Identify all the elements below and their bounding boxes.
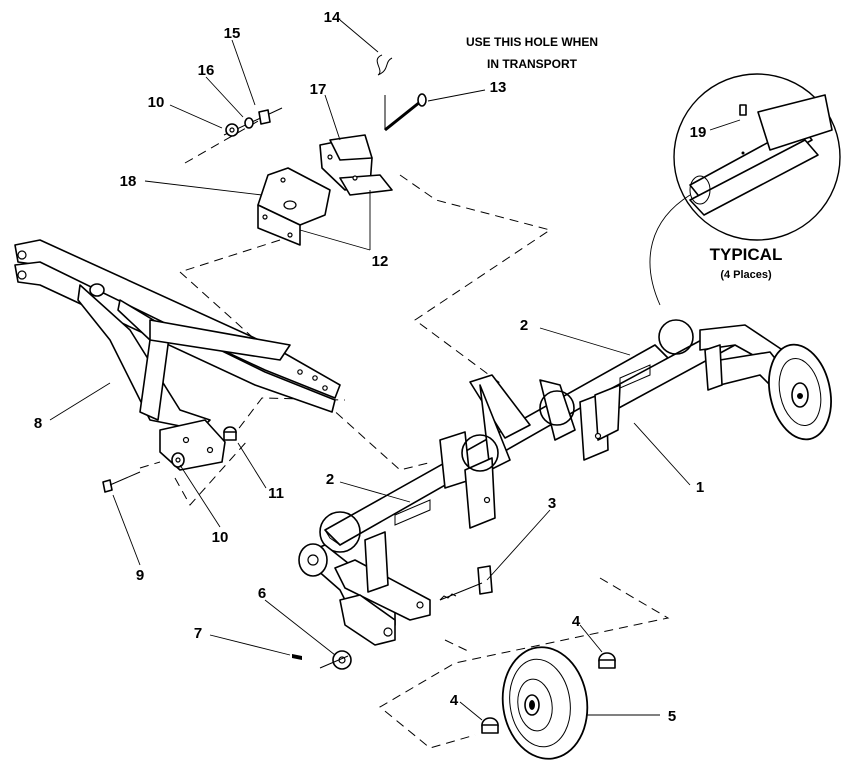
callout-3: 3: [548, 495, 556, 512]
main-frame-tube: [319, 319, 736, 553]
callout-11: 11: [268, 485, 284, 502]
callout-2-lower: 2: [326, 471, 334, 488]
callout-10-upper: 10: [148, 94, 165, 111]
callout-15: 15: [224, 25, 241, 42]
hitch-tongue: [14, 239, 341, 471]
cotter-pin: [292, 654, 302, 660]
callout-5: 5: [668, 708, 676, 725]
callout-18: 18: [120, 173, 137, 190]
callout-4-lower: 4: [450, 692, 459, 709]
callout-4-upper: 4: [572, 613, 581, 630]
spacer-bushing: [223, 426, 237, 441]
callout-13: 13: [490, 79, 507, 96]
callout-6: 6: [258, 585, 266, 602]
callout-2-upper: 2: [520, 317, 528, 334]
callout-10-lower: 10: [212, 529, 229, 546]
upper-nut-washer-set: [223, 107, 283, 137]
wheel-5: [501, 646, 589, 760]
transport-note-line2: IN TRANSPORT: [487, 57, 578, 71]
bearing-upper: [598, 652, 616, 669]
callout-8: 8: [34, 415, 42, 432]
callout-7: 7: [194, 625, 202, 642]
callout-numbers: 14 15 16 10 17 13 18 12 19 2 1 2 3 8 11 …: [34, 9, 707, 725]
callout-16: 16: [198, 62, 215, 79]
bracket-18: [257, 167, 331, 246]
callout-19: 19: [690, 124, 707, 141]
pin-13: [384, 93, 427, 132]
callout-1: 1: [696, 479, 704, 496]
left-wheel-arm: [298, 531, 431, 646]
callout-17: 17: [310, 81, 327, 98]
bolt-9: [102, 471, 141, 493]
right-wheel-arm: [699, 324, 832, 441]
leader-lines: [49, 19, 741, 721]
detail-view: [649, 73, 841, 306]
detail-subtitle: (4 Places): [720, 269, 772, 281]
clip-14: [376, 54, 393, 76]
detail-title: TYPICAL: [710, 245, 783, 264]
transport-note-line1: USE THIS HOLE WHEN: [466, 35, 598, 49]
bearing-lower: [481, 717, 499, 734]
callout-12: 12: [372, 253, 389, 270]
washer-lower: [171, 452, 185, 468]
callout-9: 9: [136, 567, 144, 584]
bolt-3: [439, 565, 493, 601]
castle-nut: [319, 650, 352, 670]
bracket-17: [319, 134, 393, 196]
callout-14: 14: [324, 9, 341, 26]
